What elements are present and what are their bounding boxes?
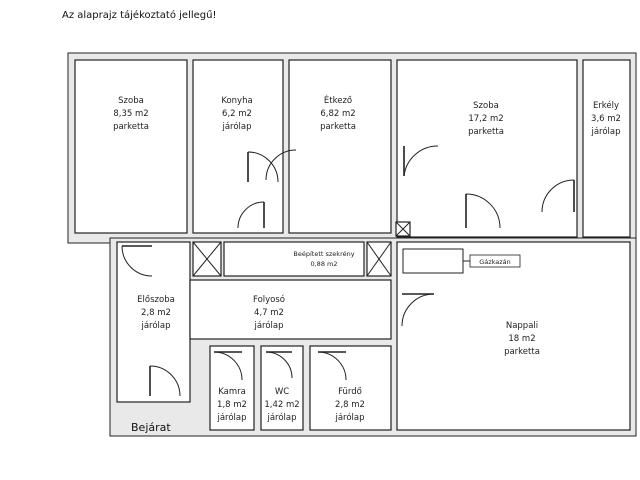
room-name: Étkező: [324, 94, 352, 106]
heater-label-box: [469, 254, 521, 268]
room-floor: járólap: [216, 412, 246, 423]
label-eloszoba: Előszoba 2,8 m2 járólap: [137, 295, 175, 331]
room-name: Erkély: [593, 100, 619, 111]
label-szoba-2: Szoba 17,2 m2 parketta: [468, 101, 504, 137]
label-kamra: Kamra 1,8 m2 járólap: [216, 387, 246, 423]
room-kamra: [209, 345, 255, 431]
room-name: Beépített szekrény: [293, 250, 354, 258]
room-name: WC: [275, 387, 289, 397]
room-floor: parketta: [320, 122, 356, 132]
room-name: Előszoba: [137, 295, 175, 305]
room-name: Szoba: [473, 101, 499, 111]
room-area: 18 m2: [508, 334, 535, 344]
room-area: 1,42 m2: [264, 400, 299, 410]
label-konyha: Konyha 6,2 m2 járólap: [221, 96, 252, 132]
room-floor: járólap: [221, 121, 251, 132]
room-szertar: [223, 241, 365, 277]
label-wc: WC 1,42 m2 járólap: [264, 387, 299, 423]
room-area: 6,82 m2: [320, 109, 355, 119]
room-name: Folyosó: [253, 294, 285, 305]
label-folyoso: Folyosó 4,7 m2 járólap: [253, 294, 285, 331]
room-name: Nappali: [506, 321, 538, 331]
room-area: 0,88 m2: [310, 260, 337, 268]
room-name: Konyha: [221, 96, 252, 106]
room-floor: parketta: [504, 347, 540, 357]
entrance-label: Bejárat: [131, 421, 171, 434]
room-furdo: [309, 345, 392, 431]
label-etkezo: Étkező 6,82 m2 parketta: [320, 94, 356, 132]
room-etkezo: [288, 59, 392, 234]
room-szoba-2: [396, 59, 578, 238]
room-konyha: [192, 59, 284, 234]
room-erkely: [582, 59, 631, 238]
label-nappali: Nappali 18 m2 parketta: [504, 321, 540, 357]
room-name: Fürdő: [338, 387, 362, 397]
room-wc: [260, 345, 304, 431]
room-area: 3,6 m2: [591, 114, 621, 124]
room-floor: járólap: [590, 126, 620, 137]
room-area: 2,8 m2: [141, 308, 171, 318]
room-floor: járólap: [253, 320, 283, 331]
room-area: 4,7 m2: [254, 308, 284, 318]
label-szertar: Beépített szekrény 0,88 m2: [293, 250, 354, 268]
door-swings: [121, 145, 575, 397]
room-area: 1,8 m2: [217, 400, 247, 410]
room-szoba-1: [74, 59, 188, 234]
room-area: 8,35 m2: [113, 109, 148, 119]
label-erkely: Erkély 3,6 m2 járólap: [590, 100, 620, 137]
room-folyoso: [189, 279, 392, 340]
room-floor: járólap: [140, 320, 170, 331]
room-eloszoba: [116, 241, 191, 403]
room-area: 6,2 m2: [222, 109, 252, 119]
label-szoba-1: Szoba 8,35 m2 parketta: [113, 96, 149, 132]
room-floor: parketta: [113, 122, 149, 132]
room-floor: járólap: [334, 412, 364, 423]
room-floor: járólap: [266, 412, 296, 423]
label-furdo: Fürdő 2,8 m2 járólap: [334, 387, 364, 423]
heater-box: [402, 248, 464, 274]
room-name: Szoba: [118, 96, 144, 106]
disclaimer-note: Az alaprajz tájékoztató jellegű!: [62, 10, 217, 21]
room-floor: parketta: [468, 127, 504, 137]
room-area: 2,8 m2: [335, 400, 365, 410]
room-area: 17,2 m2: [468, 114, 503, 124]
heater-label: Gázkazán: [479, 258, 511, 266]
room-name: Kamra: [218, 387, 246, 397]
